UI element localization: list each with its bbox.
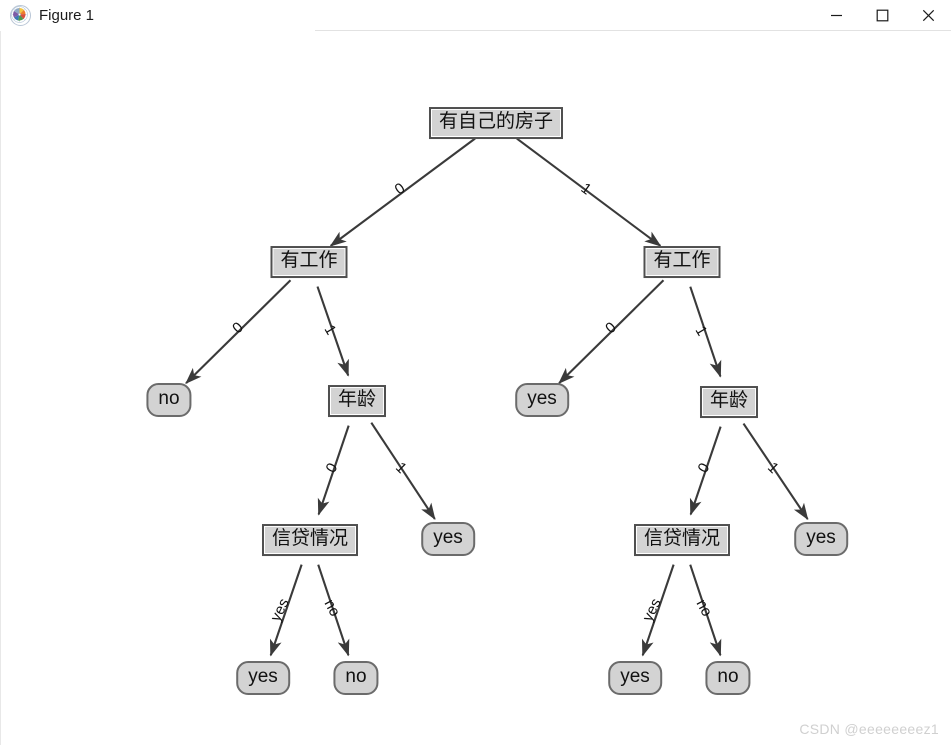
decision-node-n9: 信贷情况 (633, 524, 731, 556)
leaf-node-n5: yes (515, 383, 569, 417)
tree-edge-n6-n10 (742, 422, 809, 521)
decision-node-n0: 有自己的房子 (428, 107, 564, 139)
leaf-node-n14: no (705, 661, 751, 695)
titlebar-separator (315, 30, 951, 31)
tree-edge-n0-n2 (516, 137, 662, 247)
tree-edge-n4-n8 (370, 422, 436, 521)
tree-edge-n1-n4 (316, 286, 350, 377)
tree-edge-n7-n11 (269, 564, 303, 657)
leaf-node-n8: yes (421, 522, 475, 556)
tree-edge-n7-n12 (317, 564, 350, 657)
tree-edge-n0-n1 (329, 137, 476, 247)
leaf-node-n12: no (333, 661, 379, 695)
leaf-node-n13: yes (608, 661, 662, 695)
decision-node-n1: 有工作 (270, 246, 348, 278)
leaf-node-n10: yes (794, 522, 848, 556)
watermark: CSDN @eeeeeeeez1 (799, 721, 939, 737)
tree-edge-n6-n9 (689, 426, 722, 516)
tree-edge-n9-n13 (641, 564, 675, 657)
maximize-icon[interactable] (859, 0, 905, 31)
leaf-node-n3: no (146, 383, 192, 417)
minimize-icon[interactable] (813, 0, 859, 31)
tree-edge-n2-n5 (558, 279, 665, 385)
tree-edge-n1-n3 (185, 279, 292, 385)
decision-node-n7: 信贷情况 (261, 524, 359, 556)
window-title: Figure 1 (39, 7, 95, 24)
window-left-edge (0, 31, 1, 745)
matplotlib-icon (10, 5, 31, 26)
decision-node-n2: 有工作 (643, 246, 721, 278)
tree-edge-n4-n7 (317, 425, 350, 516)
close-icon[interactable] (905, 0, 951, 31)
decision-node-n4: 年龄 (327, 385, 387, 417)
leaf-node-n11: yes (236, 661, 290, 695)
figure-canvas[interactable]: 有自己的房子有工作 有工作 no 年龄 yes 年龄信贷情况 yes 信贷情况 yes yes no… (1, 31, 951, 745)
decision-node-n6: 年龄 (699, 386, 759, 418)
title-bar: Figure 1 (0, 0, 951, 31)
title-bar-left: Figure 1 (10, 0, 94, 31)
tree-edges (185, 137, 809, 657)
tree-edge-n2-n6 (689, 286, 722, 378)
tree-edge-n9-n14 (689, 564, 722, 657)
window-controls (813, 0, 951, 31)
